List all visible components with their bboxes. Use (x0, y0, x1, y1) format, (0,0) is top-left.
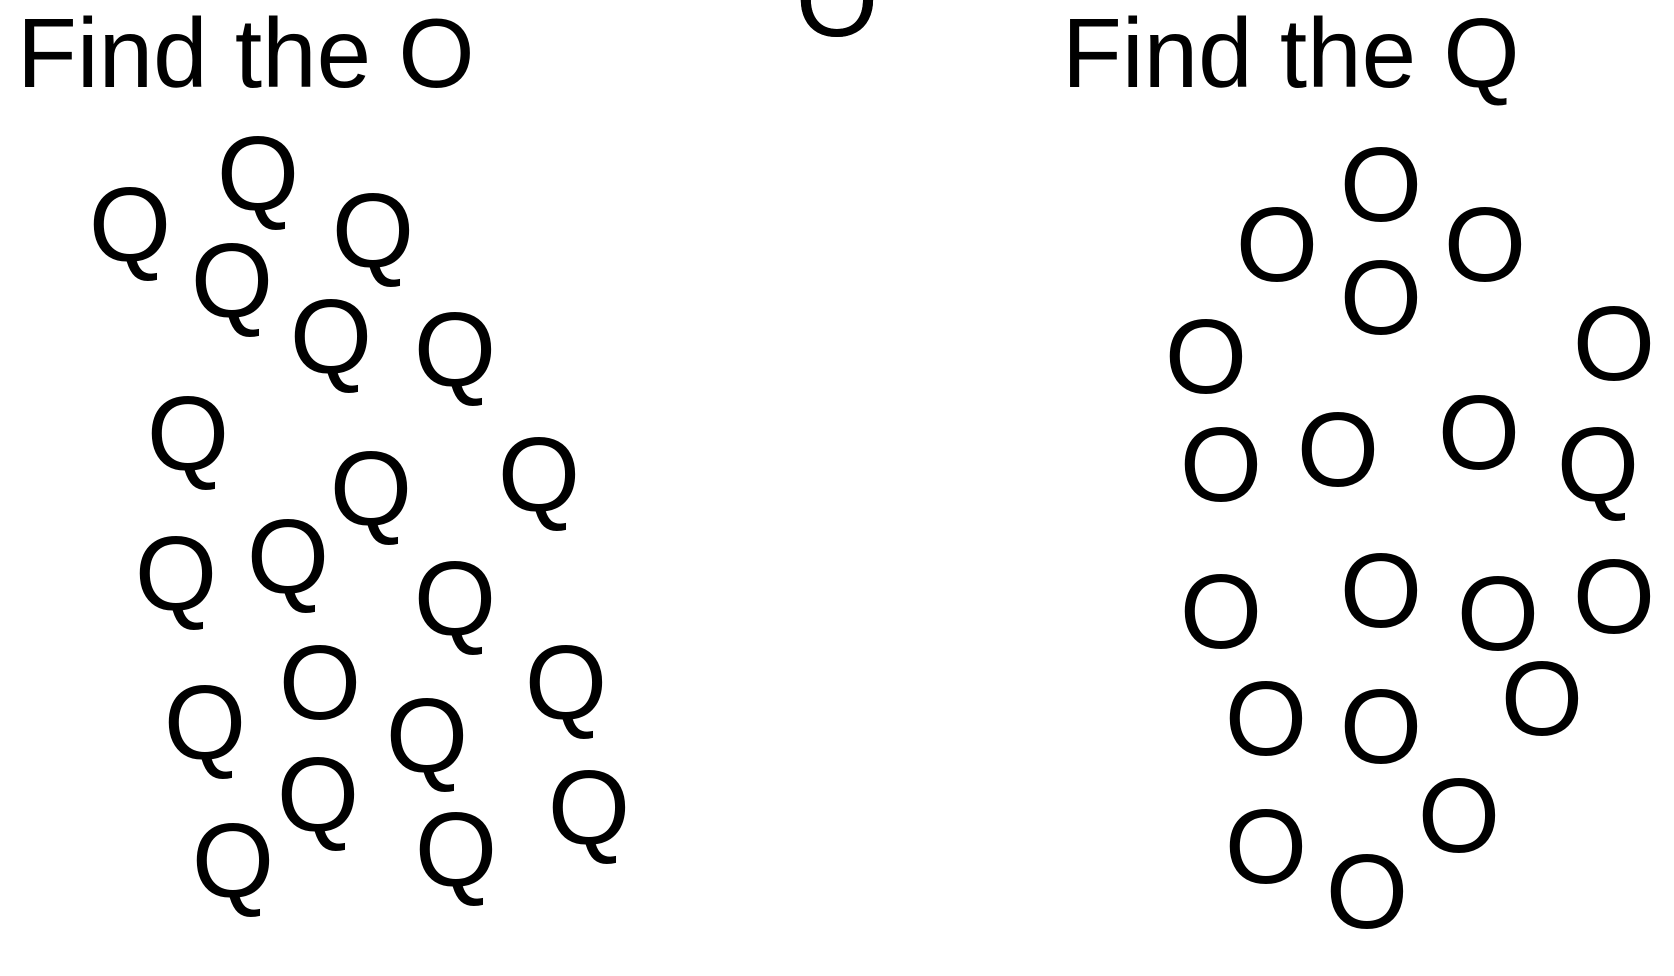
target-letter-q: Q (1556, 406, 1640, 524)
letter-q: Q (385, 677, 469, 795)
letter-q: Q (331, 172, 415, 290)
letter-o: O (1572, 538, 1656, 656)
letter-q: Q (246, 498, 330, 616)
letter-o: O (795, 0, 879, 59)
panel-title: Find the Q (1062, 0, 1520, 108)
letter-o: O (1339, 532, 1423, 650)
letter-q: Q (413, 540, 497, 658)
panel-title: Find the O (17, 0, 475, 108)
letter-o: O (1224, 788, 1308, 906)
letter-o: O (795, 0, 879, 59)
letter-q: Q (216, 115, 300, 233)
letter-q: Q (414, 791, 498, 909)
letter-o: O (1296, 391, 1380, 509)
target-letter-o: O (278, 624, 362, 742)
letter-q: Q (163, 664, 247, 782)
letter-q: Q (413, 291, 497, 409)
letter-q: Q (329, 430, 413, 548)
letter-o: O (1417, 757, 1501, 875)
letter-o: O (1572, 285, 1656, 403)
letter-q: Q (497, 416, 581, 534)
letter-o: O (1339, 239, 1423, 357)
letter-q: Q (524, 624, 608, 742)
letter-q: Q (88, 166, 172, 284)
letter-o: O (1443, 186, 1527, 304)
letter-o: O (1164, 298, 1248, 416)
letter-o: O (1456, 555, 1540, 673)
letter-q: Q (191, 802, 275, 920)
letter-o: O (1179, 553, 1263, 671)
letter-o: O (1235, 186, 1319, 304)
letter-q: Q (134, 515, 218, 633)
letter-o: O (1500, 640, 1584, 758)
letter-q: Q (146, 375, 230, 493)
letter-q: Q (276, 736, 360, 854)
letter-o: O (1339, 668, 1423, 786)
letter-o: O (1179, 406, 1263, 524)
letter-o: O (1325, 833, 1409, 951)
letter-o: O (1339, 126, 1423, 244)
letter-q: Q (289, 278, 373, 396)
letter-q: Q (190, 222, 274, 340)
letter-o: O (1224, 660, 1308, 778)
letter-q: Q (547, 749, 631, 867)
letter-o: O (1437, 374, 1521, 492)
